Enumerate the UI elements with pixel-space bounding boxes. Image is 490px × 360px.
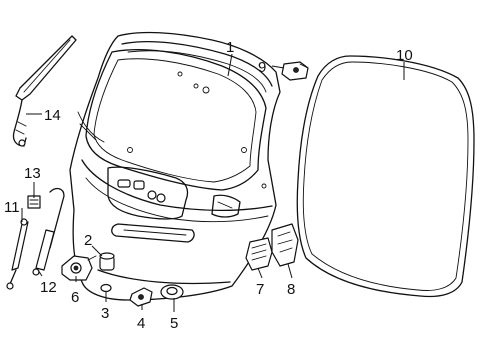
callout-7: 7 bbox=[256, 281, 264, 298]
handle-switch bbox=[129, 287, 153, 307]
callout-5: 5 bbox=[170, 315, 178, 332]
callout-14: 14 bbox=[44, 107, 61, 124]
callout-12: 12 bbox=[40, 279, 57, 296]
strut-clip bbox=[27, 195, 41, 209]
rear-camera bbox=[160, 284, 184, 300]
leader-lines bbox=[21, 53, 405, 312]
callout-6: 6 bbox=[71, 289, 79, 306]
callout-11: 11 bbox=[4, 199, 20, 216]
grommet bbox=[100, 283, 112, 293]
weatherstrip bbox=[296, 55, 475, 298]
callout-1: 1 bbox=[226, 39, 234, 56]
wiper-arm bbox=[12, 35, 77, 147]
power-strut bbox=[32, 187, 65, 276]
callout-13: 13 bbox=[24, 165, 41, 182]
license-lamp bbox=[245, 237, 273, 271]
callout-9: 9 bbox=[258, 59, 266, 76]
latch-actuator bbox=[61, 255, 97, 281]
liftgate-latch bbox=[271, 223, 299, 267]
callout-8: 8 bbox=[287, 281, 295, 298]
liftgate-panel bbox=[69, 31, 281, 301]
bumper-stop bbox=[99, 252, 115, 271]
callout-4: 4 bbox=[137, 315, 145, 332]
latch-switch bbox=[281, 61, 309, 81]
callout-3: 3 bbox=[101, 305, 109, 322]
callout-10: 10 bbox=[396, 47, 413, 64]
gas-strut bbox=[6, 218, 29, 290]
callout-2: 2 bbox=[84, 232, 92, 249]
